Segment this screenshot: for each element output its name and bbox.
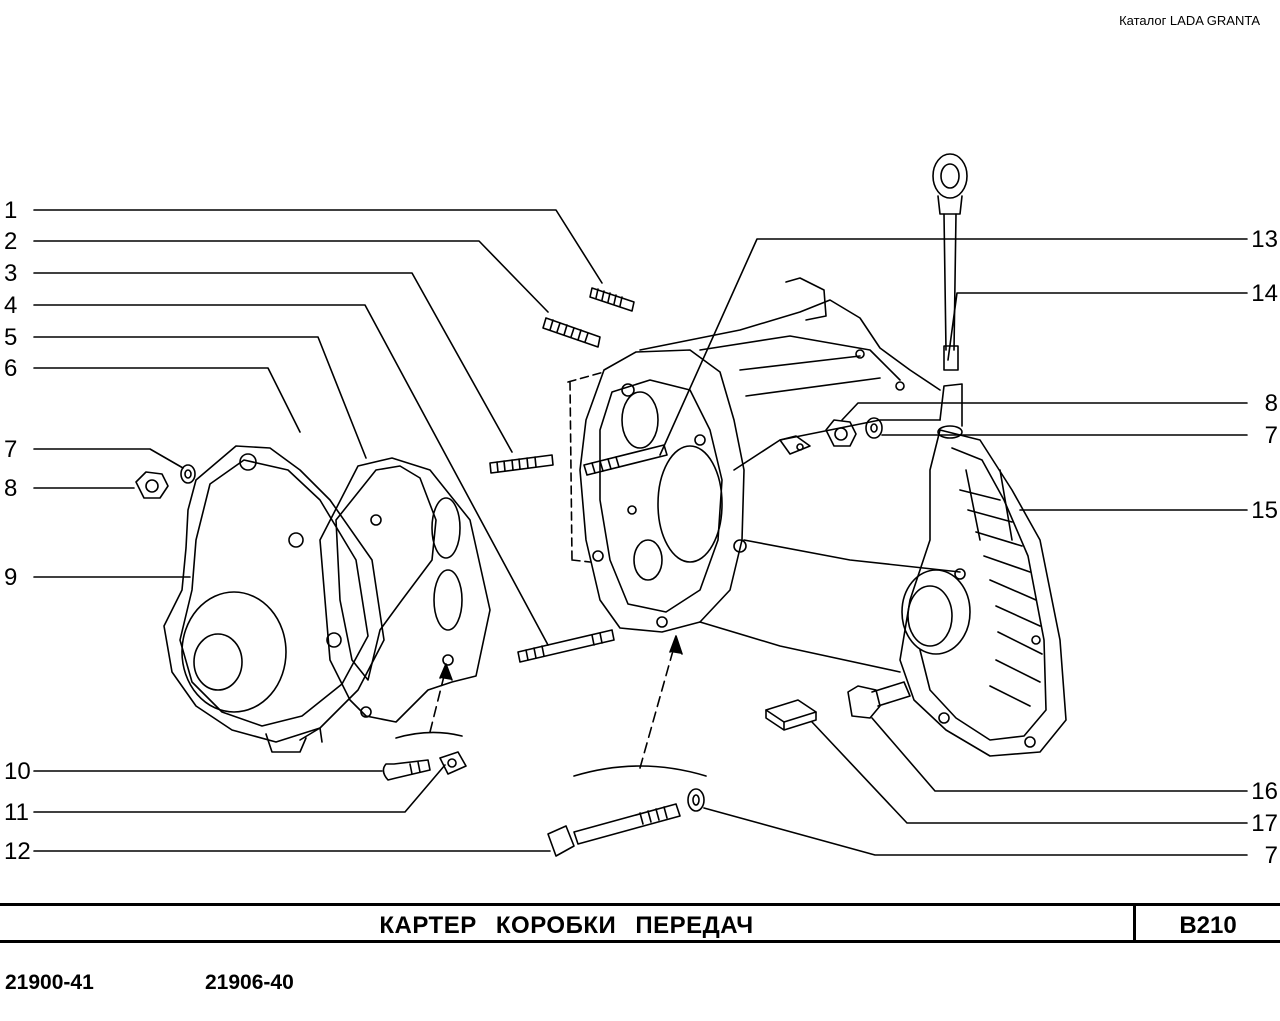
dipstick-14 <box>932 153 968 371</box>
stud-1 <box>589 287 635 312</box>
callout-label: 8 <box>4 475 17 502</box>
page-code: B210 <box>1179 912 1237 939</box>
title-bar: КАРТЕР КОРОБКИ ПЕРЕДАЧ B210 <box>0 903 1280 943</box>
leader-lines-left <box>33 209 603 852</box>
callout-label: 4 <box>4 292 17 319</box>
callout-labels-left: 1 2 3 4 5 6 7 8 9 10 11 12 <box>4 197 31 865</box>
drain-plug-16 <box>847 681 911 719</box>
washer-7-right <box>865 417 883 439</box>
callout-label: 7 <box>1265 422 1278 449</box>
lock-plate-11 <box>439 751 467 775</box>
stud-4 <box>517 629 615 663</box>
stud-2 <box>542 317 601 348</box>
callout-label: 2 <box>4 228 17 255</box>
callout-label: 1 <box>4 197 17 224</box>
catalog-label: Каталог LADA GRANTA <box>1119 13 1260 28</box>
callout-label: 12 <box>4 838 31 865</box>
stud-3 <box>489 454 554 474</box>
bolt-12 <box>547 803 681 857</box>
callout-label: 14 <box>1251 280 1278 307</box>
assembly-arrows <box>395 635 707 777</box>
callout-label: 3 <box>4 260 17 287</box>
nut-8-left <box>135 471 169 499</box>
gearbox-housing-15 <box>567 277 1067 757</box>
model-number: 21900-41 <box>5 971 94 994</box>
callout-label: 10 <box>4 758 31 785</box>
model-number: 21906-40 <box>205 971 294 994</box>
nut-8-right <box>825 419 857 447</box>
magnet-17 <box>765 699 817 731</box>
washer-7-bottom <box>687 788 705 812</box>
gasket-5 <box>319 457 491 723</box>
callout-label: 5 <box>4 324 17 351</box>
callout-label: 7 <box>1265 842 1278 869</box>
callout-label: 16 <box>1251 778 1278 805</box>
title-divider <box>1133 906 1136 940</box>
callout-label: 8 <box>1265 390 1278 417</box>
callout-label: 7 <box>4 436 17 463</box>
bolt-10 <box>382 759 431 781</box>
leader-lines-right <box>659 238 1248 856</box>
callout-labels-right: 13 14 8 7 15 16 17 7 <box>1251 226 1278 869</box>
callout-label: 17 <box>1251 810 1278 837</box>
stud-13 <box>583 444 668 476</box>
callout-label: 11 <box>4 799 29 826</box>
callout-label: 6 <box>4 355 17 382</box>
washer-7-left <box>180 464 196 484</box>
rear-cover-9 <box>163 445 385 753</box>
callout-label: 9 <box>4 564 17 591</box>
callout-label: 15 <box>1251 497 1278 524</box>
callout-label: 13 <box>1251 226 1278 253</box>
diagram-title: КАРТЕР КОРОБКИ ПЕРЕДАЧ <box>379 912 754 939</box>
